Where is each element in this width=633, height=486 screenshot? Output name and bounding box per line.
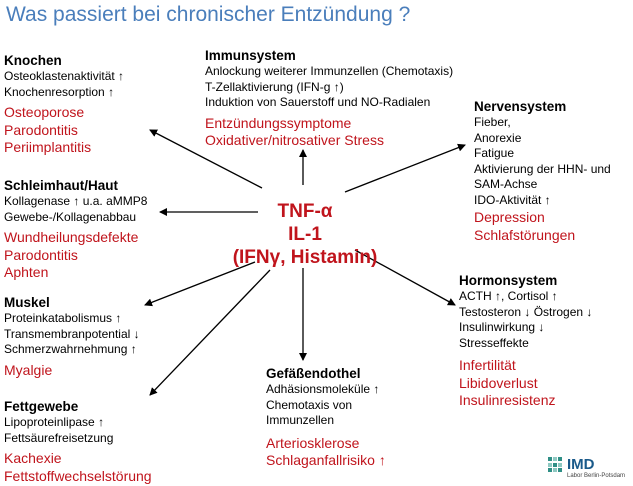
block-fettgewebe: Fettgewebe Lipoproteinlipase ↑ Fettsäure… [4, 398, 152, 485]
arrow-to-fettgewebe [149, 269, 271, 396]
mediator-ifn-histamin: (IFNγ, Histamin) [232, 247, 378, 268]
effect-item: Parodontitis [4, 121, 78, 138]
text-line: Anorexie [474, 130, 522, 145]
effect-item: Entzündungssymptome [205, 114, 352, 131]
effect-item: Libidoverlust [459, 374, 538, 391]
text-line: IDO-Aktivität ↑ [474, 192, 551, 207]
effect-item: Arteriosklerose [266, 434, 360, 451]
logo-subtitle: Labor Berlin-Potsdam [567, 473, 626, 479]
block-immunsystem: Immunsystem Anlockung weiterer Immunzell… [205, 47, 453, 150]
text-line: Schmerzwahrnehmung ↑ [4, 342, 137, 356]
text-line: Fettsäurefreisetzung [4, 430, 114, 445]
heading-muskel: Muskel [4, 295, 50, 310]
effect-item: Schlafstörungen [474, 226, 576, 243]
mediator-tnf: TNF-α [277, 201, 333, 222]
text-line: T-Zellaktivierung (IFN-g ↑) [205, 79, 344, 94]
effect-item: Fettstoffwechselstörung [4, 467, 152, 484]
mediator-il1: IL-1 [288, 224, 322, 245]
heading-gefaessendothel: Gefäßendothel [266, 366, 361, 381]
effect-item: Oxidativer/nitrosativer Stress [205, 132, 384, 148]
text-line: Insulinwirkung ↓ [459, 320, 545, 334]
block-muskel: Muskel Proteinkatabolismus ↑ Transmembra… [4, 294, 140, 379]
heading-nervensystem: Nervensystem [474, 99, 567, 114]
heading-fettgewebe: Fettgewebe [4, 399, 79, 414]
text-line: Osteoklastenaktivität ↑ [4, 69, 125, 83]
text-line: Kollagenase ↑ u.a. aMMP8 [4, 194, 148, 208]
effect-item: Periimplantitis [4, 139, 92, 155]
effect-item: Kachexie [4, 450, 62, 466]
logo-mark-icon [548, 457, 564, 473]
arrow-to-nervensystem [344, 143, 466, 193]
block-nervensystem: Nervensystem Fieber, Anorexie Fatigue Ak… [474, 98, 611, 244]
heading-schleimhaut: Schleimhaut/Haut [4, 178, 119, 193]
effect-item: Myalgie [4, 361, 53, 378]
effect-item: Insulinresistenz [459, 392, 556, 408]
effect-item: Infertilität [459, 357, 516, 373]
arrow-to-hormonsystem [354, 249, 456, 306]
text-line: Aktivierung der HHN- und [474, 161, 611, 176]
text-line: Lipoproteinlipase ↑ [4, 415, 105, 429]
logo-brand: IMD [567, 456, 595, 473]
heading-immunsystem: Immunsystem [205, 48, 296, 63]
effect-item: Depression [474, 209, 545, 225]
effect-item: Parodontitis [4, 246, 78, 263]
arrow-to-knochen [149, 129, 263, 189]
effect-item: Aphten [4, 264, 49, 280]
effect-item: Wundheilungsdefekte [4, 229, 139, 245]
text-line: Knochenresorption ↑ [4, 84, 115, 99]
text-line: Induktion von Sauerstoff und NO-Radialen [205, 95, 431, 109]
text-line: SAM-Achse [474, 177, 538, 191]
arrow-to-muskel [144, 261, 256, 307]
central-mediators: TNF-α IL-1 (IFNγ, Histamin) [220, 200, 390, 269]
text-line: Gewebe-/Kollagenabbau [4, 209, 137, 224]
heading-knochen: Knochen [4, 53, 62, 68]
block-gefaessendothel: Gefäßendothel Adhäsionsmoleküle ↑ Chemot… [266, 365, 386, 470]
text-line: Chemotaxis von [266, 397, 353, 412]
text-line: Anlockung weiterer Immunzellen (Chemotax… [205, 64, 454, 78]
page-title: Was passiert bei chronischer Entzündung … [6, 3, 411, 26]
text-line: ACTH ↑, Cortisol ↑ [459, 289, 558, 303]
imd-logo: IMD Labor Berlin-Potsdam [548, 456, 630, 482]
block-hormonsystem: Hormonsystem ACTH ↑, Cortisol ↑ Testoste… [459, 272, 592, 410]
effect-item: Schlaganfallrisiko ↑ [266, 452, 386, 468]
text-line: Testosteron ↓ Östrogen ↓ [459, 304, 593, 319]
block-knochen: Knochen Osteoklastenaktivität ↑ Knochenr… [4, 52, 124, 157]
text-line: Proteinkatabolismus ↑ [4, 311, 122, 325]
block-schleimhaut: Schleimhaut/Haut Kollagenase ↑ u.a. aMMP… [4, 177, 147, 282]
text-line: Fatigue [474, 146, 515, 160]
text-line: Immunzellen [266, 413, 335, 427]
heading-hormonsystem: Hormonsystem [459, 273, 558, 288]
effect-item: Osteoporose [4, 104, 85, 120]
text-line: Fieber, [474, 115, 511, 129]
text-line: Adhäsionsmoleküle ↑ [266, 382, 380, 396]
text-line: Stresseffekte [459, 335, 529, 350]
text-line: Transmembranpotential ↓ [4, 326, 140, 341]
